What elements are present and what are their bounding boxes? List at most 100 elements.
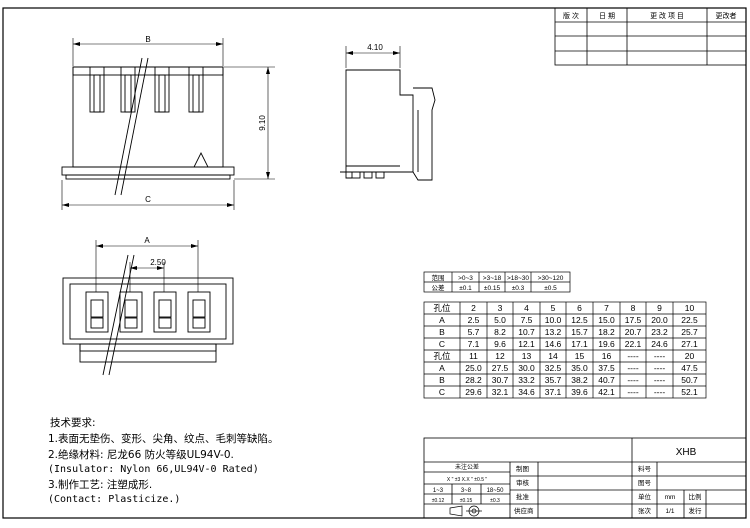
tolerance-cell: >30~120 [538,275,564,282]
dimension-cell: 33.2 [518,375,535,385]
dimension-header-cell: 6 [577,303,582,313]
dimension-header-cell: 7 [604,303,609,313]
dimension-cell: ---- [654,363,665,373]
tolerance-cell: 范围 [432,273,445,282]
dimension-cell: 24.6 [651,339,668,349]
dimension-cell: 28.2 [465,375,482,385]
dimension-cell: 9.6 [494,339,506,349]
dimension-cell: 22.5 [681,315,698,325]
projection-symbol-icon [449,505,482,517]
dim-label-b: B [145,35,150,44]
dimension-cell: 35.7 [545,375,562,385]
label-unit: 单位 [638,492,652,501]
dimension-cell: 39.6 [571,387,588,397]
dimension-cell: ---- [627,363,638,373]
dimension-header-cell: 孔位 [433,351,451,362]
dimension-header-cell: ---- [627,351,638,361]
dimension-cell: 13.2 [545,327,562,337]
notes-line-5: (Contact: Plasticize.) [48,494,180,505]
dimension-cell: 8.2 [494,327,506,337]
side-view-dimensions [345,46,401,68]
dimension-cell: C [439,387,445,397]
dim-label-depth: 4.10 [367,43,383,52]
dimension-cell: 32.1 [492,387,509,397]
dimension-header-cell: 13 [522,351,532,361]
dimension-cell: 10.7 [518,327,535,337]
dimension-cell: C [439,339,445,349]
side-view [340,69,436,181]
tol-row3-a: ±0.12 [432,498,445,504]
tol-row2-c: 18~50 [487,488,505,494]
rev-header-change: 更 改 项 目 [650,11,684,20]
notes-line-3: (Insulator: Nylon 66,UL94V-0 Rated) [48,464,259,475]
tolerance-cell: ±0.1 [459,285,472,292]
dimension-cell: 35.0 [571,363,588,373]
dimension-header-cell: 3 [498,303,503,313]
dimension-cell: 12.1 [518,339,535,349]
notes-line-4: 3.制作工艺: 注塑成形. [48,478,152,491]
dimension-cell: 18.2 [598,327,615,337]
dimension-cell: 15.0 [598,315,615,325]
dimension-header-cell: 10 [685,303,695,313]
tolerance-cell: 公差 [432,283,446,292]
dimension-cell: 42.1 [598,387,615,397]
dimension-header-cell: 14 [548,351,558,361]
tol-note-row1: X " ±3 X.X " ±0.5 " [447,477,487,483]
dimension-cell: 38.2 [571,375,588,385]
dimension-cell: 15.7 [571,327,588,337]
rev-header-author: 更改者 [716,11,737,20]
dim-label-c: C [145,195,151,204]
dimension-cell: B [439,327,445,337]
dimension-cell: 25.7 [681,327,698,337]
tolerance-cell: >18~30 [507,275,529,282]
rev-header-date: 日 期 [599,12,615,20]
dimension-cell: 23.2 [651,327,668,337]
dimension-cell: A [439,315,445,325]
notes-line-1: 1.表面无垫伤、变形、尖角、纹点、毛刺等缺陷。 [48,432,279,445]
label-supplier: 供应商 [514,506,534,515]
label-review: 审核 [516,478,530,487]
dimension-cell: ---- [627,375,638,385]
dimension-header-cell: 4 [524,303,529,313]
dimension-cell: 10.0 [545,315,562,325]
dimension-cell: A [439,363,445,373]
dimension-cell: 20.7 [625,327,642,337]
tol-row3-b: ±0.15 [460,498,473,504]
dimension-header-cell: 15 [575,351,585,361]
tol-row2-b: 3~8 [461,488,472,494]
tolerance-cell: ±0.5 [544,285,557,292]
title-block-grid [423,437,747,519]
dimension-header-cell: 8 [631,303,636,313]
dimension-cell: 34.6 [518,387,535,397]
dimension-cell: 32.5 [545,363,562,373]
dimension-header-cell: 2 [471,303,476,313]
dimension-cell: 5.7 [468,327,480,337]
label-drawing-no: 图号 [638,479,652,487]
dimension-header-cell: 20 [685,351,695,361]
value-unit: mm [665,494,676,501]
dimension-cell: 12.5 [571,315,588,325]
dimension-header-cell: 5 [551,303,556,313]
revision-block [554,7,747,66]
front-view [61,57,235,196]
dimension-cell: 14.6 [545,339,562,349]
dimension-cell: 47.5 [681,363,698,373]
dimension-cell: ---- [654,387,665,397]
dimension-cell: 7.5 [521,315,533,325]
rev-header-version: 版 次 [563,11,579,20]
tolerance-cell: ±0.15 [484,285,501,292]
tolerance-cell: >0~3 [458,275,473,282]
dim-label-a: A [144,236,150,245]
notes-title: 技术要求: [50,416,96,429]
dimension-cell: 30.0 [518,363,535,373]
label-sheet: 张次 [638,506,652,515]
label-scale: 比例 [689,492,702,501]
label-part-no: 料号 [638,464,652,473]
dimension-header-cell: ---- [654,351,665,361]
dimension-cell: 22.1 [625,339,642,349]
dimension-cell: ---- [654,375,665,385]
tolerance-cell: ±0.3 [512,285,525,292]
dimension-cell: 20.0 [651,315,668,325]
dimension-cell: B [439,375,445,385]
